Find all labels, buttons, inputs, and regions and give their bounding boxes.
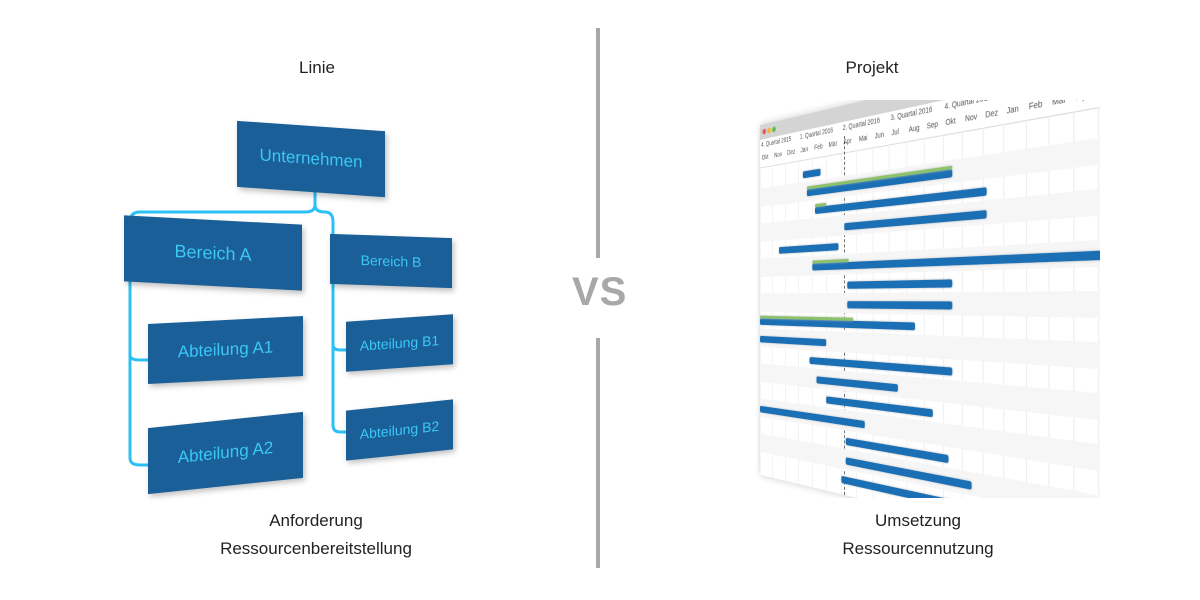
left-caption-line1: Anforderung xyxy=(269,511,363,530)
right-caption-line1: Umsetzung xyxy=(875,511,961,530)
month-label: Jul xyxy=(891,128,899,138)
month-label: Jan xyxy=(800,146,809,155)
month-label: Feb xyxy=(814,143,823,152)
task-bar[interactable] xyxy=(847,301,953,310)
month-label: Feb xyxy=(1028,100,1043,112)
month-label: Okt xyxy=(945,117,956,128)
left-caption-line2: Ressourcenbereitstellung xyxy=(220,539,412,558)
quarter-label: 4. Quartal 2015 xyxy=(761,136,792,149)
vs-label: VS xyxy=(572,270,628,314)
left-caption: Anforderung Ressourcenbereitstellung xyxy=(116,507,516,563)
month-label: Mär xyxy=(1052,100,1067,108)
org-abteilung-a1: Abteilung A1 xyxy=(148,315,303,385)
month-label: Okt xyxy=(761,153,769,162)
task-bar[interactable] xyxy=(778,243,839,254)
org-abteilung-b1: Abteilung B1 xyxy=(346,314,453,372)
month-label: Jun xyxy=(874,131,884,141)
month-label: Sep xyxy=(926,120,939,131)
maximize-dot-icon xyxy=(772,126,776,133)
month-label: Mai xyxy=(858,134,868,144)
quarter-label: 1. Quartal 2016 xyxy=(799,127,834,142)
task-bar[interactable] xyxy=(847,279,953,289)
org-bereich-b: Bereich B xyxy=(330,233,452,289)
task-bar[interactable] xyxy=(760,335,827,347)
month-label: Jan xyxy=(1006,105,1019,117)
left-title: Linie xyxy=(299,58,335,77)
month-label: Aug xyxy=(908,124,920,135)
org-bereich-a: Bereich A xyxy=(124,215,302,291)
month-label: Mär xyxy=(828,140,838,150)
right-title: Projekt xyxy=(845,58,899,77)
month-label: Nov xyxy=(774,151,783,160)
minimize-dot-icon xyxy=(767,127,771,134)
divider-bottom xyxy=(596,338,600,568)
org-root: Unternehmen xyxy=(237,120,385,198)
month-label: Apr xyxy=(1076,100,1089,103)
right-caption: Umsetzung Ressourcennutzung xyxy=(718,507,1118,563)
close-dot-icon xyxy=(762,128,767,135)
quarter-label: 4. Quartal 2016 xyxy=(944,100,992,112)
task-bar[interactable] xyxy=(802,168,821,179)
org-connectors xyxy=(128,190,348,467)
divider-top xyxy=(596,28,600,258)
month-label: Dez xyxy=(985,109,999,121)
month-label: Nov xyxy=(964,113,978,124)
month-label: Dez xyxy=(787,148,796,157)
right-caption-line2: Ressourcennutzung xyxy=(842,539,994,558)
